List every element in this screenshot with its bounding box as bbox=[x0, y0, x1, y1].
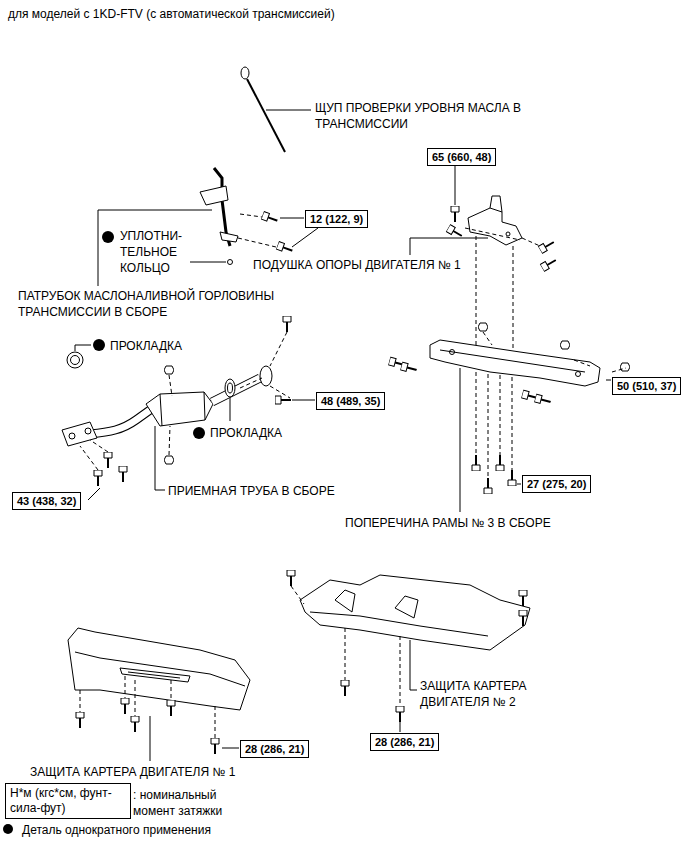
part-label: ПРОКЛАДКА bbox=[110, 338, 182, 354]
part-label: ПРИЕМНАЯ ТРУБА В СБОРЕ bbox=[168, 483, 335, 499]
diagram-title: для моделей с 1KD-FTV (с автоматической … bbox=[8, 6, 335, 22]
box-text: 12 (122, 9) bbox=[310, 212, 363, 226]
exhaust-pipe bbox=[62, 316, 315, 500]
part-label: ПАТРУБОК МАСЛОНАЛИВНОЙ ГОРЛОВИНЫ ТРАНСМИ… bbox=[18, 288, 318, 320]
part-label: ПРОКЛАДКА bbox=[210, 425, 282, 441]
box-text: 28 (286, 21) bbox=[245, 742, 304, 756]
box-text: Н*м (кгс*см, фунт-сила-фут) bbox=[10, 786, 126, 816]
single-use-dot bbox=[3, 824, 13, 834]
torque-box: 50 (510, 37) bbox=[612, 377, 681, 395]
dipstick bbox=[241, 67, 311, 152]
legend-unit-box: Н*м (кгс*см, фунт-сила-фут) bbox=[5, 783, 131, 819]
box-text: 65 (660, 48) bbox=[432, 150, 491, 164]
torque-box: 28 (286, 21) bbox=[240, 740, 309, 758]
legend-text: Деталь однократного применения bbox=[22, 822, 211, 838]
engine-under-cover-1 bbox=[68, 628, 250, 761]
filler-tube bbox=[98, 168, 238, 286]
torque-box: 27 (275, 20) bbox=[522, 475, 591, 493]
part-label: ПОДУШКА ОПОРЫ ДВИГАТЕЛЯ № 1 bbox=[253, 257, 461, 273]
crossmember bbox=[388, 323, 630, 512]
box-text: 48 (489, 35) bbox=[321, 394, 380, 408]
part-label: УПЛОТНИ- ТЕЛЬНОЕ КОЛЬЦО bbox=[120, 228, 196, 276]
torque-box: 65 (660, 48) bbox=[427, 148, 496, 166]
box-text: 43 (438, 32) bbox=[17, 494, 76, 508]
torque-box: 48 (489, 35) bbox=[316, 392, 385, 410]
part-label: ЗАЩИТА КАРТЕРА ДВИГАТЕЛЯ № 1 bbox=[30, 764, 235, 780]
legend-text: : номинальный момент затяжки bbox=[133, 787, 245, 819]
torque-box: 43 (438, 32) bbox=[12, 492, 81, 510]
torque-box: 28 (286, 21) bbox=[370, 733, 439, 751]
part-label: ПОПЕРЕЧИНА РАМЫ № 3 В СБОРЕ bbox=[345, 515, 551, 531]
part-label: ЗАЩИТА КАРТЕРА ДВИГАТЕЛЯ № 2 bbox=[420, 678, 556, 710]
box-text: 50 (510, 37) bbox=[617, 379, 676, 393]
part-label: ЩУП ПРОВЕРКИ УРОВНЯ МАСЛА В ТРАНСМИССИИ bbox=[315, 100, 550, 132]
box-text: 28 (286, 21) bbox=[375, 735, 434, 749]
box-text: 27 (275, 20) bbox=[527, 477, 586, 491]
torque-box: 12 (122, 9) bbox=[305, 210, 368, 228]
